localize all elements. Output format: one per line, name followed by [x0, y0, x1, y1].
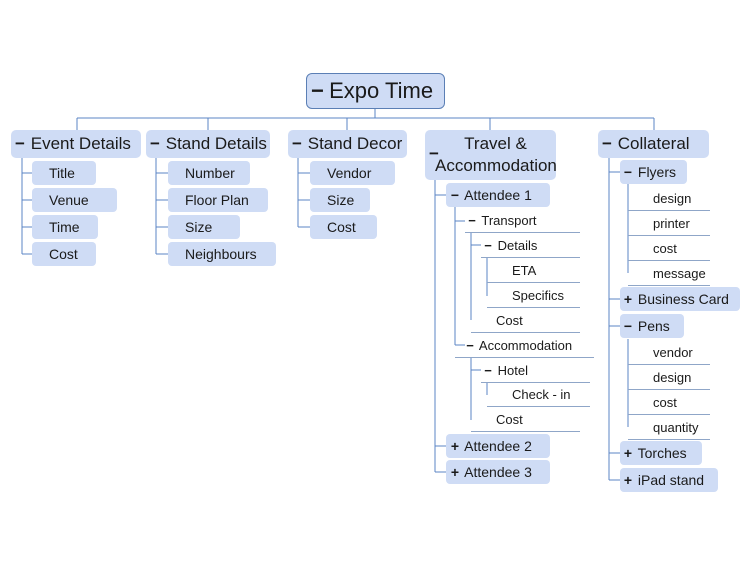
subtopic-number[interactable]: Number — [168, 161, 250, 185]
item-pens-quantity[interactable]: quantity — [628, 418, 710, 440]
item-hotel[interactable]: − Hotel — [481, 361, 590, 383]
collapse-toggle-icon[interactable]: − — [311, 78, 324, 103]
subtopic-floor-plan[interactable]: Floor Plan — [168, 188, 268, 212]
collapse-toggle-icon[interactable]: − — [623, 318, 633, 334]
expand-toggle-icon[interactable]: + — [450, 464, 460, 480]
item-details[interactable]: − Details — [481, 236, 580, 258]
item-accommodation-cost[interactable]: Cost — [471, 410, 580, 432]
item-flyers-printer[interactable]: printer — [628, 214, 710, 236]
item-eta[interactable]: ETA — [487, 261, 580, 283]
collapse-toggle-icon[interactable]: − — [623, 164, 633, 180]
subtopic-neighbours[interactable]: Neighbours — [168, 242, 276, 266]
subtopic-label: Attendee 3 — [464, 464, 532, 480]
item-transport-cost[interactable]: Cost — [471, 311, 580, 333]
subtopic-label: iPad stand — [637, 472, 705, 488]
subtopic-venue[interactable]: Venue — [32, 188, 117, 212]
collapse-toggle-icon[interactable]: − — [450, 187, 460, 203]
item-check-in[interactable]: Check - in — [487, 385, 590, 407]
subtopic-label: Business Card — [637, 291, 729, 307]
topic-label: Collateral — [617, 134, 690, 153]
subtopic-size[interactable]: Size — [168, 215, 240, 239]
item-transport[interactable]: − Transport — [465, 211, 580, 233]
subtopic-label: Attendee 2 — [464, 438, 532, 454]
item-pens-cost[interactable]: cost — [628, 393, 710, 415]
subtopic-vendor[interactable]: Vendor — [310, 161, 395, 185]
collapse-toggle-icon[interactable]: − — [466, 338, 474, 353]
subtopic-flyers[interactable]: − Flyers — [620, 160, 687, 184]
item-accommodation[interactable]: − Accommodation — [455, 336, 594, 358]
subtopic-label: Pens — [637, 318, 670, 334]
item-flyers-message[interactable]: message — [628, 264, 710, 286]
item-flyers-cost[interactable]: cost — [628, 239, 710, 261]
subtopic-cost[interactable]: Cost — [32, 242, 96, 266]
subtopic-attendee-3[interactable]: + Attendee 3 — [446, 460, 550, 484]
expand-toggle-icon[interactable]: + — [623, 445, 633, 461]
collapse-toggle-icon[interactable]: − — [15, 134, 25, 153]
collapse-toggle-icon[interactable]: − — [484, 238, 492, 253]
topic-label-line-1: Travel & — [464, 134, 527, 153]
item-flyers-design[interactable]: design — [628, 189, 710, 211]
expand-toggle-icon[interactable]: + — [623, 291, 633, 307]
subtopic-torches[interactable]: + Torches — [620, 441, 702, 465]
collapse-toggle-icon[interactable]: − — [484, 363, 492, 378]
expand-toggle-icon[interactable]: + — [450, 438, 460, 454]
root-topic[interactable]: − Expo Time — [306, 73, 445, 109]
subtopic-attendee-2[interactable]: + Attendee 2 — [446, 434, 550, 458]
collapse-toggle-icon[interactable]: − — [468, 213, 476, 228]
subtopic-attendee-1[interactable]: − Attendee 1 — [446, 183, 550, 207]
topic-stand-decor[interactable]: − Stand Decor — [288, 130, 407, 158]
subtopic-time[interactable]: Time — [32, 215, 98, 239]
topic-stand-details[interactable]: − Stand Details — [146, 130, 270, 158]
subtopic-size[interactable]: Size — [310, 188, 370, 212]
topic-label: Stand Details — [165, 134, 267, 153]
topic-travel-accommodation[interactable]: − Travel & Accommodation — [425, 130, 557, 180]
collapse-toggle-icon[interactable]: − — [602, 134, 612, 153]
collapse-toggle-icon[interactable]: − — [429, 144, 439, 163]
collapse-toggle-icon[interactable]: − — [150, 134, 160, 153]
topic-label: Stand Decor — [307, 134, 403, 153]
item-pens-vendor[interactable]: vendor — [628, 343, 710, 365]
subtopic-pens[interactable]: − Pens — [620, 314, 684, 338]
subtopic-cost[interactable]: Cost — [310, 215, 377, 239]
expand-toggle-icon[interactable]: + — [623, 472, 633, 488]
subtopic-label: Flyers — [637, 164, 677, 180]
subtopic-label: Attendee 1 — [464, 187, 532, 203]
subtopic-label: Torches — [637, 445, 687, 461]
subtopic-title[interactable]: Title — [32, 161, 96, 185]
item-pens-design[interactable]: design — [628, 368, 710, 390]
root-title: Expo Time — [329, 78, 434, 103]
item-specifics[interactable]: Specifics — [487, 286, 580, 308]
subtopic-business-card[interactable]: + Business Card — [620, 287, 740, 311]
topic-collateral[interactable]: − Collateral — [598, 130, 709, 158]
subtopic-ipad-stand[interactable]: + iPad stand — [620, 468, 718, 492]
topic-label: Event Details — [30, 134, 131, 153]
topic-label-line-2: Accommodation — [435, 156, 557, 175]
collapse-toggle-icon[interactable]: − — [292, 134, 302, 153]
topic-event-details[interactable]: − Event Details — [11, 130, 141, 158]
